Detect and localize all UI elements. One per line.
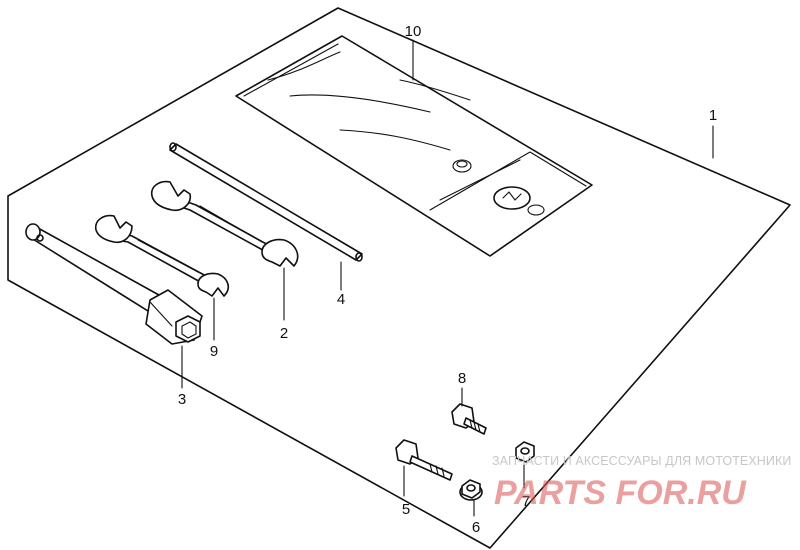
watermark-caption: ЗАПЧАСТИ И АКСЕССУАРЫ ДЛЯ МОТОТЕХНИКИ <box>492 454 792 468</box>
callout-7: 7 <box>522 493 530 510</box>
callout-9: 9 <box>210 343 218 360</box>
callout-3: 3 <box>178 391 186 408</box>
open-end-wrench-small <box>94 214 230 297</box>
watermark-logo: PARTS FOR.RU <box>494 474 747 512</box>
open-end-wrench-large <box>150 180 299 267</box>
callout-2: 2 <box>280 325 288 342</box>
callout-10: 10 <box>405 23 422 40</box>
callout-5: 5 <box>402 501 410 518</box>
watermark-logo-text: PARTS FOR.RU <box>494 474 747 512</box>
kit-boundary-outline <box>7 7 791 549</box>
callout-1: 1 <box>709 107 717 124</box>
plug-wrench <box>25 223 203 345</box>
bolt-long <box>395 439 453 481</box>
bolt-flange <box>451 403 487 435</box>
hex-nut <box>515 441 535 463</box>
tool-bag <box>235 35 593 257</box>
flange-nut <box>459 479 483 501</box>
callout-4: 4 <box>337 291 345 308</box>
callout-6: 6 <box>472 519 480 536</box>
callout-8: 8 <box>458 370 466 387</box>
leader-lines <box>181 39 714 517</box>
extension-bar <box>169 142 363 262</box>
